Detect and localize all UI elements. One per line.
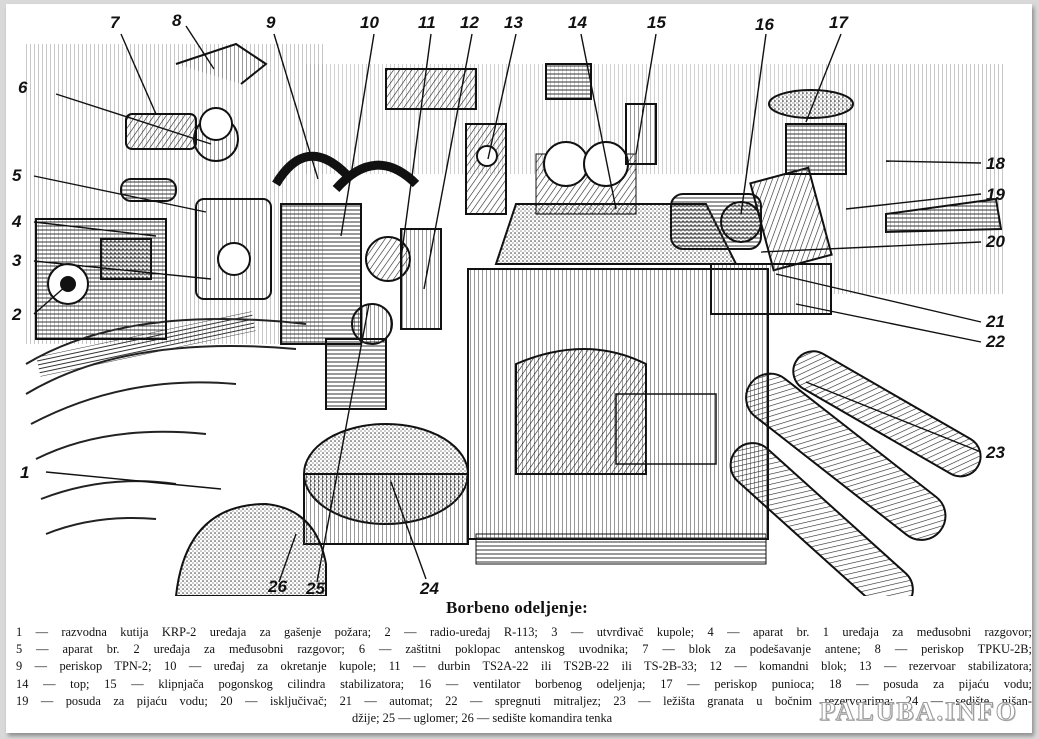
figure-caption: Borbeno odeljenje: 1 — razvodna kutija K… [16,598,1032,727]
callout-11: 11 [418,13,436,32]
callout-8: 8 [172,11,182,30]
legend-line-4: 14 — top; 15 — klipnjača pogonskog cilin… [16,676,1032,691]
leader-lines [33,25,982,583]
site-watermark: PALUBA.INFO [819,697,1018,727]
legend-line-6: džije; 25 — uglomer; 26 — sedište komand… [352,711,613,726]
callout-23: 23 [985,443,1005,462]
callout-7: 7 [110,13,121,32]
legend-line-3: 9 — periskop TPN-2; 10 — uređaj za okret… [16,659,1032,674]
gunner-seat [303,423,469,545]
tank-interior-drawing: 1 2 3 4 5 6 7 8 9 10 11 12 13 14 15 16 1… [11,11,1006,596]
callout-22: 22 [985,332,1005,351]
callout-19: 19 [986,185,1005,204]
callout-4: 4 [11,212,22,231]
callout-15: 15 [647,13,666,32]
callout-13: 13 [504,13,523,32]
callout-21: 21 [985,312,1005,331]
callout-1: 1 [20,463,29,482]
legend: 1 — razvodna kutija KRP-2 uređaja za gaš… [16,624,1032,727]
callout-14: 14 [568,13,587,32]
callout-26: 26 [267,577,287,596]
left-rail [36,311,256,377]
callout-17: 17 [829,13,849,32]
right-devices [625,89,854,315]
callout-18: 18 [986,154,1005,173]
callout-9: 9 [266,13,276,32]
callout-25: 25 [305,579,325,596]
callout-3: 3 [12,251,22,270]
callout-2: 2 [11,305,22,324]
callout-24: 24 [419,579,439,596]
callout-10: 10 [360,13,379,32]
callout-16: 16 [755,15,774,34]
center-devices [272,123,507,410]
legend-line-2: 5 — aparat br. 2 uređaja za međusobni ra… [16,642,1032,657]
callout-20: 20 [985,232,1005,251]
legend-line-5: 19 — posuda za pijaću vodu; 20 — isključ… [16,693,1032,708]
roof-devices [175,42,592,141]
callout-12: 12 [460,13,479,32]
turret-wall-right [826,64,1006,294]
gun-breech [467,141,769,565]
commander-seat [174,502,327,596]
callout-6: 6 [18,78,28,97]
caption-title: Borbeno odeljenje: [446,598,588,617]
figure-frame: 1 2 3 4 5 6 7 8 9 10 11 12 13 14 15 16 1… [6,4,1032,733]
callout-numbers: 1 2 3 4 5 6 7 8 9 10 11 12 13 14 15 16 1… [11,11,1005,596]
callout-5: 5 [12,166,22,185]
legend-line-1: 1 — razvodna kutija KRP-2 uređaja za gaš… [16,625,1032,639]
radio-equipment [35,113,272,340]
